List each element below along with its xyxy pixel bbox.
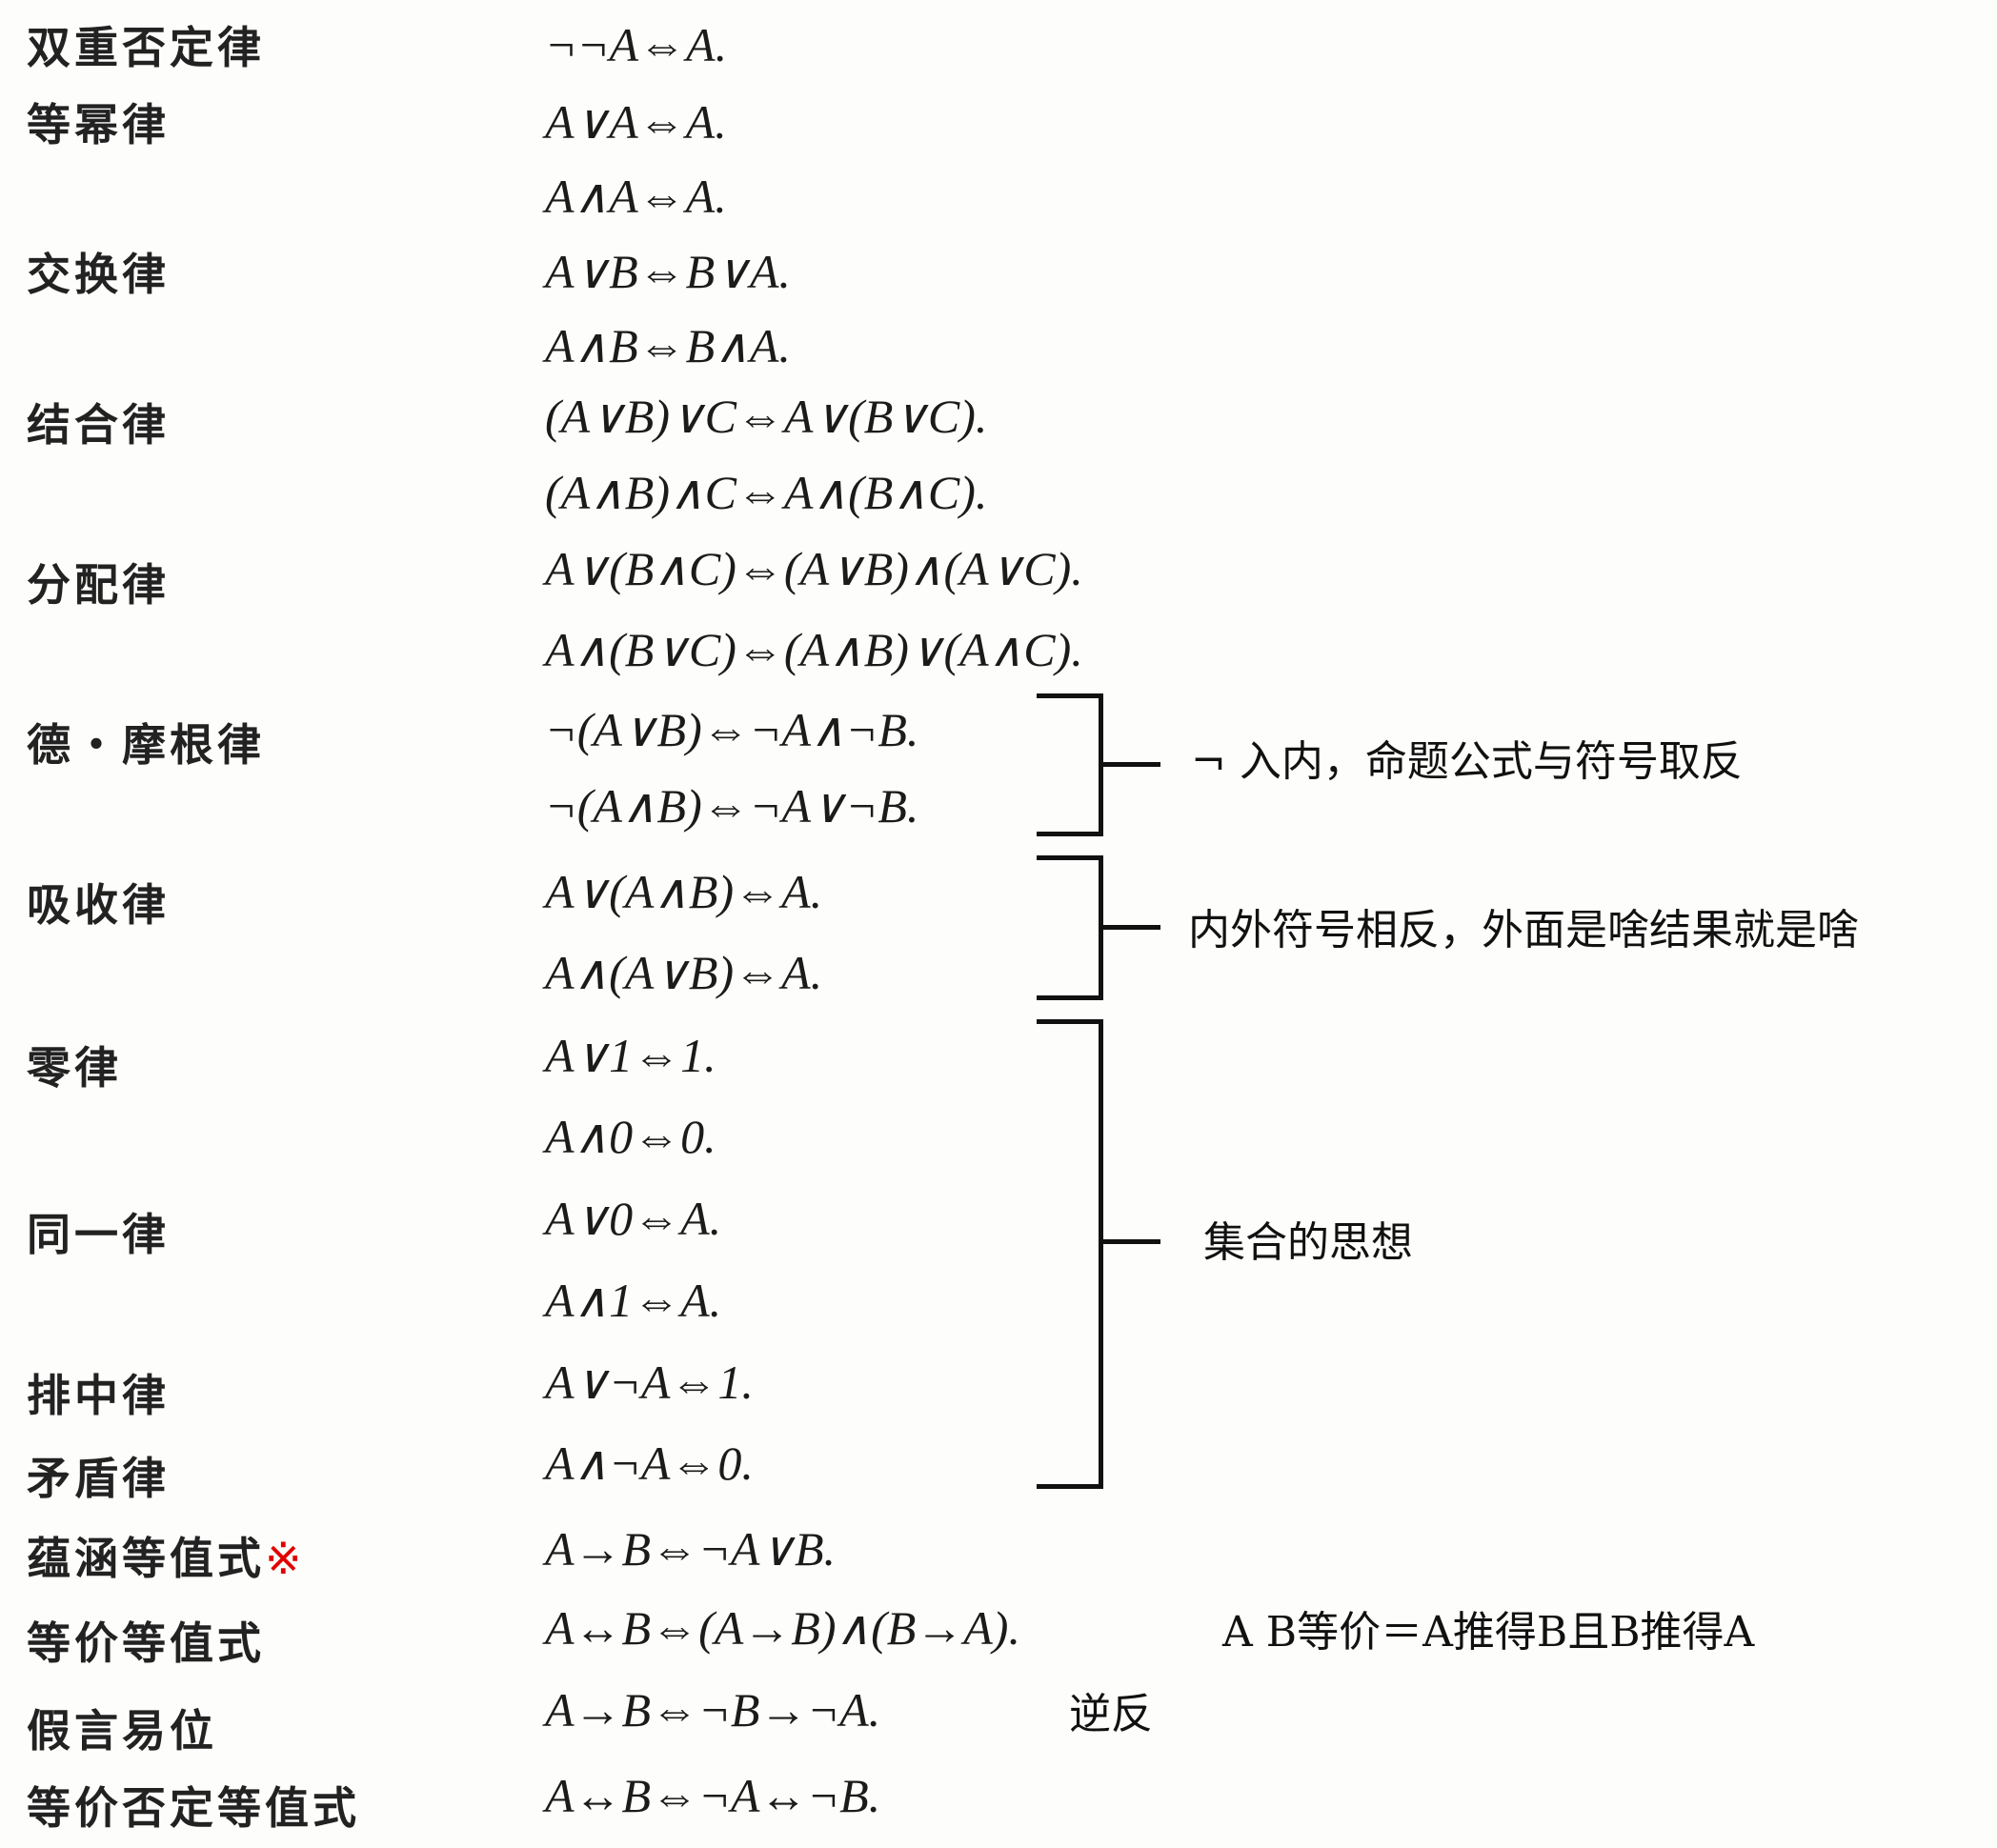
formula: A∧B⇔B∧A. [545,319,791,372]
formula: A∧(A∨B)⇔A. [545,946,823,999]
bracket-stem [1103,1239,1160,1244]
note-contrapositive: 逆反 [1069,1690,1153,1738]
bracket-absorption [1037,855,1103,1000]
formula: (A∨B)∨C⇔A∨(B∨C). [545,390,988,443]
note-absorption: 内外符号相反，外面是啥结果就是啥 [1188,906,1859,954]
bracket-stem [1103,762,1160,767]
formula: A↔B⇔(A→B)∧(B→A). [545,1601,1020,1655]
law-name: 零律 [27,1042,122,1094]
bracket-de-morgan [1037,693,1103,836]
formula: ¬(A∨B)⇔¬A∧¬B. [545,703,919,756]
bracket-set-laws [1037,1019,1103,1489]
note-equivalence: A B等价＝A推得B且B推得A [1222,1608,1755,1657]
formula: A→B⇔¬A∨B. [545,1522,837,1576]
formula: A∧(B∨C)⇔(A∧B)∨(A∧C). [545,623,1083,676]
formula: ¬¬A⇔A. [545,18,728,71]
law-name-implication: 蕴涵等值式※ [27,1524,306,1587]
law-name: 假言易位 [27,1705,217,1757]
note-de-morgan: ¬ 入内，命题公式与符号取反 [1191,737,1743,786]
law-name: 德・摩根律 [27,719,265,771]
formula: A∧1⇔A. [545,1274,722,1327]
formula: A∧A⇔A. [545,170,727,223]
formula: A∨B⇔B∨A. [545,245,791,298]
law-name: 矛盾律 [27,1453,170,1504]
formula: A→B⇔¬B→¬A. [545,1683,881,1737]
formula: A∨(B∧C)⇔(A∨B)∧(A∨C). [545,542,1083,595]
formula: A∨A⇔A. [545,95,727,149]
formula: A↔B⇔¬A↔¬B. [545,1769,881,1822]
law-name: 等价否定等值式 [27,1782,360,1834]
law-name: 等幂律 [27,99,170,151]
formula: A∨(A∧B)⇔A. [545,865,823,918]
law-name: 吸收律 [27,879,170,931]
formula: A∧0⇔0. [545,1110,716,1163]
law-name: 排中律 [27,1370,170,1421]
formula: A∨1⇔1. [545,1029,716,1082]
law-name: 结合律 [27,399,170,451]
formula: ¬(A∧B)⇔¬A∨¬B. [545,779,919,833]
law-name-text: 蕴涵等值式 [27,1533,265,1584]
important-mark-icon: ※ [265,1533,306,1584]
formula: (A∧B)∧C⇔A∧(B∧C). [545,466,988,519]
note-set-idea: 集合的思想 [1203,1218,1413,1267]
formula: A∧¬A⇔0. [545,1436,754,1490]
formula: A∨0⇔A. [545,1192,722,1245]
formula: A∨¬A⇔1. [545,1356,754,1409]
bracket-stem [1103,925,1160,930]
law-name: 双重否定律 [27,22,265,73]
law-name: 同一律 [27,1209,170,1260]
law-name: 交换律 [27,249,170,300]
law-name: 分配律 [27,559,170,611]
law-name: 等价等值式 [27,1617,265,1669]
